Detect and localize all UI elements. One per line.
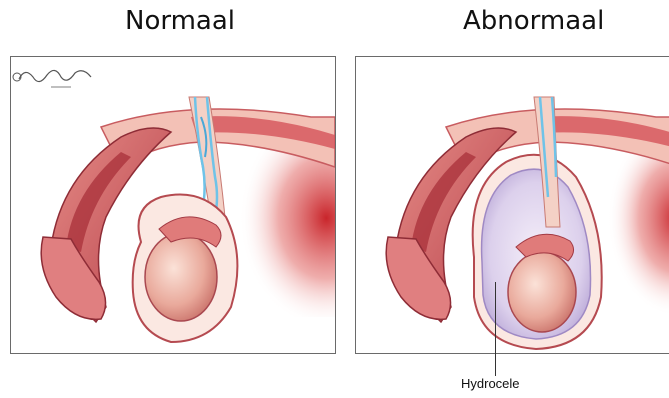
testis — [508, 252, 576, 332]
normal-anatomy-panel — [10, 56, 336, 354]
testis — [145, 233, 217, 321]
abnormal-anatomy-panel — [355, 56, 669, 354]
hydrocele-leader-line — [495, 282, 496, 376]
hydrocele-label: Hydrocele — [461, 376, 520, 391]
artist-signature — [11, 57, 101, 97]
hydrocele-illustration — [356, 57, 669, 353]
normal-anatomy-illustration — [11, 57, 335, 353]
abnormal-title: Abnormaal — [463, 6, 604, 36]
normal-title: Normaal — [125, 6, 235, 36]
